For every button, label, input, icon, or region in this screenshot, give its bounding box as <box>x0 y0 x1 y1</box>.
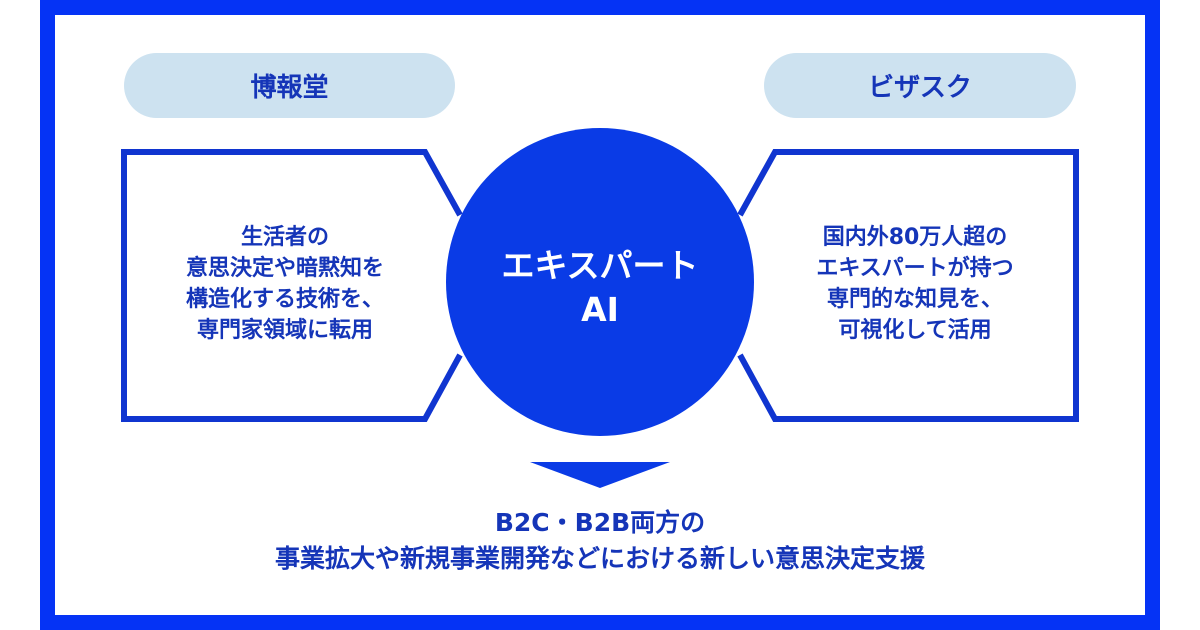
hakuhodo-label: 博報堂 <box>124 53 455 118</box>
text-line: AI <box>581 290 619 329</box>
result-text: B2C・B2B両方の 事業拡大や新規事業開発などにおける新しい意思決定支援 <box>55 505 1145 577</box>
text-line: エキスパート <box>501 246 699 285</box>
left-box-outline <box>121 149 463 422</box>
hakuhodo-description: 生活者の 意思決定や暗黙知を 構造化する技術を、 専門家領域に転用 <box>140 222 430 346</box>
text-line: 国内外80万人超の <box>822 225 1008 250</box>
center-circle <box>446 128 754 436</box>
right-box-outline <box>737 149 1079 422</box>
text-line: エキスパートが持つ <box>816 256 1014 281</box>
visasq-description: 国内外80万人超の エキスパートが持つ 専門的な知見を、 可視化して活用 <box>770 222 1060 346</box>
text-line: B2C・B2B両方の <box>494 508 706 537</box>
visasq-label: ビザスク <box>764 53 1076 118</box>
down-arrow-icon <box>530 462 670 488</box>
text-line: 構造化する技術を、 <box>185 287 384 312</box>
text-line: 専門的な知見を、 <box>826 287 1003 312</box>
text-line: 可視化して活用 <box>838 318 992 343</box>
text-line: 事業拡大や新規事業開発などにおける新しい意思決定支援 <box>274 544 925 573</box>
expert-ai-title: エキスパート AI <box>446 244 754 332</box>
text-line: 生活者の <box>240 225 329 250</box>
text-line: 意思決定や暗黙知を <box>185 256 384 281</box>
text-line: 専門家領域に転用 <box>196 318 373 343</box>
